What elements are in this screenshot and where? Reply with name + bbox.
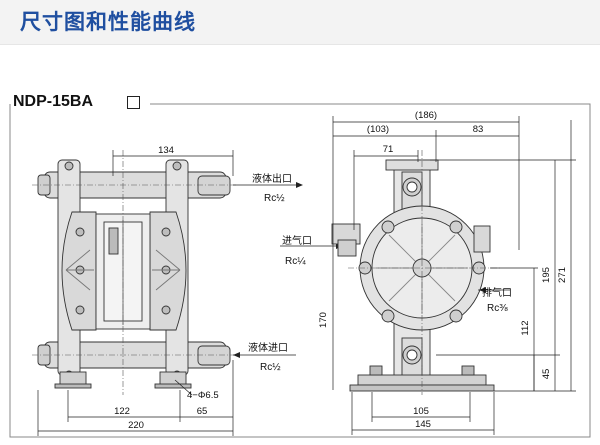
dim-side-195: 195 — [541, 267, 552, 283]
side-dimension-lines — [332, 116, 576, 435]
side-centerlines — [348, 150, 500, 395]
dim-side-145: 145 — [415, 419, 431, 430]
label-holes: 4−Φ6.5 — [187, 390, 219, 401]
model-label: NDP-15BA — [13, 93, 97, 111]
side-arrowheads — [479, 287, 486, 293]
dim-side-71: 71 — [383, 144, 394, 155]
title-bar: 尺寸图和性能曲线 — [0, 0, 600, 45]
front-view — [37, 159, 231, 389]
dim-front-220: 220 — [128, 420, 144, 431]
side-view — [331, 159, 495, 392]
drawing-frame — [9, 103, 591, 438]
dim-side-271: 271 — [557, 267, 568, 283]
dim-front-65: 65 — [197, 406, 208, 417]
front-centerlines — [32, 150, 236, 395]
dim-front-134: 134 — [158, 145, 174, 156]
front-arrowheads — [233, 182, 303, 358]
label-air-inlet-size: Rc¼ — [285, 255, 306, 267]
dim-side-112: 112 — [520, 320, 531, 335]
label-liquid-inlet-size: Rc½ — [260, 362, 281, 373]
dim-front-122: 122 — [114, 406, 130, 417]
label-liquid-inlet: 液体进口 — [248, 341, 288, 354]
front-dimension-lines — [37, 150, 296, 436]
dim-side-170: 170 — [318, 312, 329, 328]
dim-side-186: (186) — [415, 110, 437, 121]
page-title: 尺寸图和性能曲线 — [20, 11, 196, 34]
dim-side-45: 45 — [541, 369, 552, 380]
dim-side-103: (103) — [367, 124, 389, 135]
label-liquid-outlet: 液体出口 — [252, 172, 292, 185]
dim-side-83: 83 — [473, 124, 484, 135]
label-exhaust-size: Rc⅜ — [487, 303, 508, 314]
label-exhaust: 排气口 — [482, 286, 512, 299]
dim-side-105: 105 — [413, 406, 429, 417]
model-suffix-box — [127, 96, 140, 109]
label-air-inlet: 进气口 — [282, 234, 312, 247]
label-liquid-outlet-size: Rc½ — [264, 193, 285, 204]
